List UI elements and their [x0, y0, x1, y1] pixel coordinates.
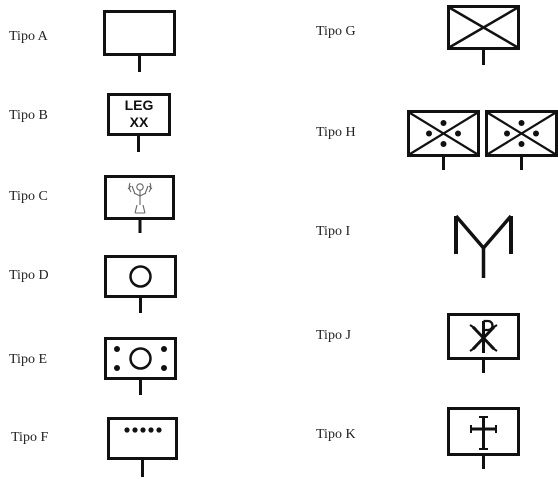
label-tipo-j: Tipo J	[316, 328, 351, 344]
label-tipo-g: Tipo G	[316, 24, 356, 40]
label-tipo-k: Tipo K	[316, 427, 356, 443]
legion-text-leg: LEG	[110, 97, 168, 114]
label-tipo-d: Tipo D	[9, 268, 49, 284]
empty-banner-symbol	[103, 10, 177, 74]
legion-text-number: XX	[110, 114, 168, 131]
label-tipo-a: Tipo A	[9, 29, 48, 45]
figure-banner-symbol	[104, 175, 176, 235]
label-tipo-i: Tipo I	[316, 224, 350, 240]
cross-icon	[471, 417, 496, 449]
circle-banner-symbol	[104, 255, 178, 315]
chi-rho-banner-symbol	[447, 313, 521, 375]
double-saltire-dots-banner-symbol	[407, 110, 558, 172]
saltire-banner-symbol	[447, 5, 521, 67]
legion-banner-symbol: LEG XX	[107, 93, 171, 155]
label-tipo-b: Tipo B	[9, 108, 48, 124]
figure-icon	[128, 183, 152, 213]
label-tipo-f: Tipo F	[11, 430, 48, 446]
label-tipo-c: Tipo C	[9, 189, 48, 205]
circle-dots-banner-symbol	[104, 337, 178, 397]
label-tipo-e: Tipo E	[9, 352, 47, 368]
cross-banner-symbol	[447, 407, 521, 471]
label-tipo-h: Tipo H	[316, 125, 356, 141]
dotted-row-banner-symbol	[107, 417, 181, 479]
trident-standard-symbol	[452, 212, 516, 280]
chi-rho-icon	[470, 321, 497, 353]
